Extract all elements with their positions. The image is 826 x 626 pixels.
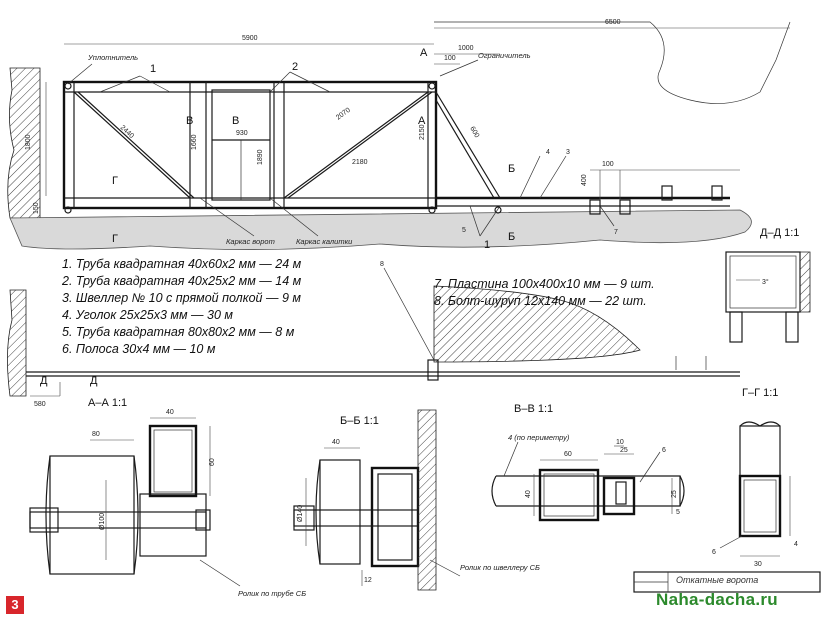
dim-wicket-height: 1660 [191, 134, 198, 150]
spec-item-8: 8. Болт-шуруп 12х140 мм — 22 шт. [434, 294, 647, 308]
dim-vv-60: 60 [564, 451, 572, 458]
dim-dd-angle: 3° [762, 278, 769, 286]
sec-V-1: В [186, 115, 193, 127]
num-2-top: 2 [292, 61, 298, 73]
dim-height: 1800 [25, 134, 32, 150]
label-uplotnitel: Уплотнитель [87, 53, 138, 62]
dim-vv-25-side: 25 [671, 490, 678, 498]
num-7: 7 [614, 229, 618, 236]
dim-roller-diam: Ø100 [99, 513, 106, 530]
gate-frame [62, 80, 730, 214]
sec-B-1: Б [508, 163, 515, 175]
dim-plate-offset: 100 [444, 55, 456, 62]
spec-item-1: 1. Труба квадратная 40х60х2 мм — 24 м [62, 257, 302, 271]
title-bb: Б–Б 1:1 [340, 415, 379, 427]
figure-number-badge: 3 [6, 596, 24, 614]
support-pads [589, 169, 740, 215]
spec-item-3: 3. Швеллер № 10 с прямой полкой — 9 м [62, 291, 301, 305]
num-1-bottom: 1 [484, 239, 490, 251]
sec-V-2: В [232, 115, 239, 127]
dim-bb-roller: Ø140 [297, 505, 304, 522]
dim-gg-4: 4 [794, 541, 798, 548]
ground [9, 209, 752, 250]
dim-vv-40: 40 [525, 490, 532, 498]
spec-list-left: 1. Труба квадратная 40х60х2 мм — 24 м 2.… [62, 256, 301, 358]
label-perimeter: 4 (по периметру) [508, 433, 570, 442]
dim-aa-offset: 580 [34, 401, 46, 408]
dim-right-small: 600 [468, 126, 480, 140]
dim-bb-width-a: 40 [166, 409, 174, 416]
right-zone-boundary [434, 21, 791, 104]
dim-bb-height-a: 60 [209, 458, 216, 466]
num-3: 3 [566, 149, 570, 156]
leaders-top [67, 59, 615, 237]
dim-total-length: 6500 [605, 19, 621, 26]
num-5: 5 [462, 227, 466, 234]
spec-item-4: 4. Уголок 25х25х3 мм — 30 м [62, 308, 233, 322]
dim-vv-5: 5 [676, 509, 680, 516]
dim-lower-span: 2180 [352, 159, 368, 166]
num-6-vv: 6 [662, 447, 666, 454]
dim-bb-width: 40 [332, 439, 340, 446]
section-dd [725, 251, 811, 343]
dim-base-gap: 150 [33, 202, 40, 214]
sec-A-top: А [420, 47, 428, 59]
label-roller-pipe: Ролик по трубе СБ [238, 589, 306, 598]
section-aa [29, 417, 241, 587]
num-4: 4 [546, 149, 550, 156]
section-gg [719, 421, 791, 557]
section-vv [491, 441, 685, 522]
spec-item-5: 5. Труба квадратная 80х80х2 мм — 8 м [62, 325, 295, 339]
title-aa: А–А 1:1 [88, 397, 127, 409]
spec-list-right: 7. Пластина 100х400х10 мм — 9 шт. 8. Бол… [434, 276, 655, 310]
dim-gate-inner: 1890 [257, 149, 264, 165]
dim-rail-spacing: 100 [602, 161, 614, 168]
label-karkas-vorot: Каркас ворот [226, 237, 275, 246]
title-vv: В–В 1:1 [514, 403, 553, 415]
dim-post-height: 2150 [419, 124, 426, 140]
num-6-gg: 6 [712, 549, 716, 556]
left-wall [7, 67, 41, 219]
sec-D-1: Д [40, 375, 48, 387]
site-watermark: Naha-dacha.ru [656, 590, 778, 609]
stamp-caption: Откатные ворота [676, 575, 759, 585]
sec-B-2: Б [508, 231, 515, 243]
sec-G-2: Г [112, 233, 118, 245]
sec-D-2: Д [90, 375, 98, 387]
dim-roller-top: 80 [92, 431, 100, 438]
dim-bb-12: 12 [364, 577, 372, 584]
num-8: 8 [380, 261, 384, 268]
dim-gate-length: 5900 [242, 35, 258, 42]
top-dimensions [39, 27, 790, 218]
dim-vv-25: 25 [620, 447, 628, 454]
dim-pad-height: 400 [581, 174, 588, 186]
dim-gg-30: 30 [754, 561, 762, 568]
title-block [633, 571, 821, 593]
section-bb [293, 409, 461, 591]
label-karkas-kalitki: Каркас калитки [296, 237, 353, 246]
plan-view [7, 267, 740, 397]
sec-G-1: Г [112, 175, 118, 187]
dim-vv-10: 10 [616, 439, 624, 446]
label-roller-channel: Ролик по швеллеру СБ [460, 563, 540, 572]
spec-item-2: 2. Труба квадратная 40х25х2 мм — 14 м [62, 274, 302, 288]
dim-wicket-width: 930 [236, 130, 248, 137]
title-dd: Д–Д 1:1 [760, 227, 799, 239]
spec-item-7: 7. Пластина 100х400х10 мм — 9 шт. [434, 277, 655, 291]
spec-item-6: 6. Полоса 30х4 мм — 10 м [62, 342, 216, 356]
label-ogranichitel: Ограничитель [478, 51, 531, 60]
dim-diag-right: 2070 [335, 107, 352, 122]
num-1-top: 1 [150, 63, 156, 75]
sec-A-mid: А [418, 115, 426, 127]
title-gg: Г–Г 1:1 [742, 387, 778, 399]
dim-counter-offset: 1000 [458, 45, 474, 52]
